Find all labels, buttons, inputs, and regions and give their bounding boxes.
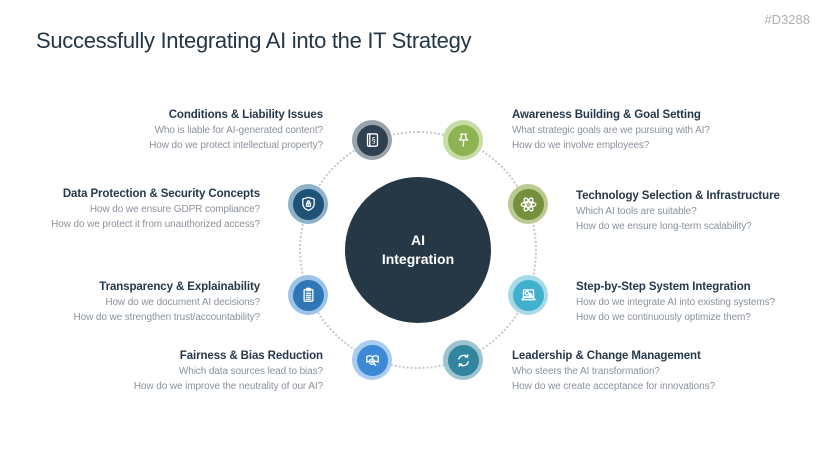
conditions-liability-badge: § xyxy=(352,120,392,160)
leadership-change-badge xyxy=(443,340,483,380)
transparency-badge xyxy=(288,275,328,315)
system-integration-badge xyxy=(508,275,548,315)
item-title: Awareness Building & Goal Setting xyxy=(512,109,701,121)
item-line: Who steers the AI transformation? xyxy=(512,366,660,377)
item-technology-selection: Technology Selection & Infrastructure Wh… xyxy=(576,190,836,234)
svg-text:§: § xyxy=(371,135,375,144)
book-magnifier-icon: ? xyxy=(362,350,383,371)
slide-id-tag: #D3288 xyxy=(764,12,810,27)
pushpin-icon xyxy=(453,130,474,151)
item-title: Technology Selection & Infrastructure xyxy=(576,190,780,202)
svg-text:AI: AI xyxy=(526,202,530,207)
item-line: How do we ensure long-term scalability? xyxy=(576,220,752,232)
item-line: How do we integrate AI into existing sys… xyxy=(576,297,775,308)
page-title: Successfully Integrating AI into the IT … xyxy=(36,28,472,53)
item-line: How do we ensure GDPR compliance? xyxy=(89,204,260,215)
item-system-integration: Step-by-Step System Integration How do w… xyxy=(576,281,836,325)
item-line: What strategic goals are we pursuing wit… xyxy=(512,125,710,136)
center-ai-integration-circle: AI Integration xyxy=(345,177,491,323)
item-line: How do we continuously optimize them? xyxy=(576,311,751,323)
fairness-bias-badge: ? xyxy=(352,340,392,380)
book-section-icon: § xyxy=(362,130,383,151)
item-line: How do we protect intellectual property? xyxy=(149,139,323,151)
shield-lock-icon xyxy=(298,194,319,215)
laptop-gears-icon xyxy=(518,285,539,306)
item-title: Step-by-Step System Integration xyxy=(576,281,751,293)
center-label-line1: AI xyxy=(411,232,425,248)
item-line: How do we improve the neutrality of our … xyxy=(133,380,323,392)
center-label-line2: Integration xyxy=(381,251,455,267)
item-line: Which data sources lead to bias? xyxy=(178,366,323,377)
technology-selection-badge: AI xyxy=(508,184,548,224)
item-line: How do we document AI decisions? xyxy=(105,297,260,308)
item-line: How do we create acceptance for innovati… xyxy=(512,380,715,392)
item-title: Leadership & Change Management xyxy=(512,350,701,362)
item-leadership-change: Leadership & Change Management Who steer… xyxy=(512,350,797,394)
clipboard-icon xyxy=(298,285,319,306)
atom-ai-icon: AI xyxy=(520,194,536,215)
data-protection-badge xyxy=(288,184,328,224)
item-line: How do we strengthen trust/accountabilit… xyxy=(73,311,261,323)
item-line: Who is liable for AI-generated content? xyxy=(154,125,324,136)
item-line: Which AI tools are suitable? xyxy=(576,206,697,217)
item-fairness-bias: Fairness & Bias Reduction Which data sou… xyxy=(38,350,323,394)
dotted-connector-ring xyxy=(299,131,537,369)
item-data-protection: Data Protection & Security Concepts How … xyxy=(0,188,260,232)
item-line: How do we involve employees? xyxy=(512,139,650,151)
item-title: Transparency & Explainability xyxy=(99,281,260,293)
awareness-goal-badge xyxy=(443,120,483,160)
svg-text:?: ? xyxy=(370,359,372,364)
item-title: Fairness & Bias Reduction xyxy=(179,350,323,362)
item-transparency: Transparency & Explainability How do we … xyxy=(0,281,261,325)
item-title: Data Protection & Security Concepts xyxy=(62,188,260,200)
item-conditions-liability: Conditions & Liability Issues Who is lia… xyxy=(38,109,323,153)
item-title: Conditions & Liability Issues xyxy=(168,109,323,121)
item-awareness-goal-setting: Awareness Building & Goal Setting What s… xyxy=(512,109,797,153)
item-line: How do we protect it from unauthorized a… xyxy=(51,218,260,230)
refresh-cycle-icon xyxy=(453,350,474,371)
